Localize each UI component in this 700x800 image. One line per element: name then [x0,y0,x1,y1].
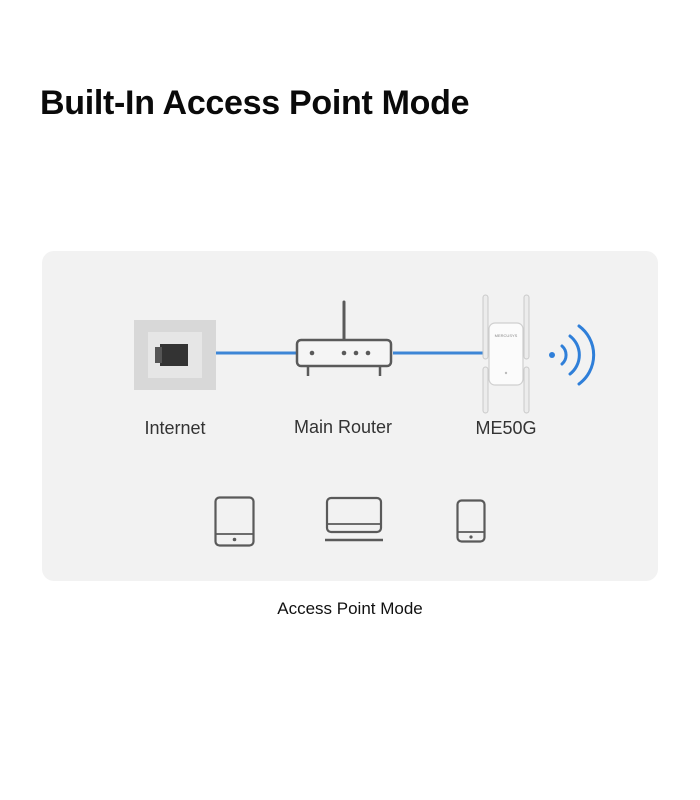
page-title: Built-In Access Point Mode [40,84,470,122]
wall-socket-icon [134,320,216,390]
diagram-caption: Access Point Mode [277,599,423,618]
diagram-panel [42,251,658,581]
extender-icon: MERCUSYS [482,294,530,414]
router-label: Main Router [293,417,393,437]
wifi-signal-icon [549,324,596,386]
router-icon [295,300,393,376]
internet-label: Internet [144,418,206,438]
extender-label: ME50G [475,418,537,438]
svg-text:MERCUSYS: MERCUSYS [495,333,518,338]
laptop-icon [325,496,383,542]
phone-icon [456,499,486,543]
tablet-icon [214,496,255,547]
